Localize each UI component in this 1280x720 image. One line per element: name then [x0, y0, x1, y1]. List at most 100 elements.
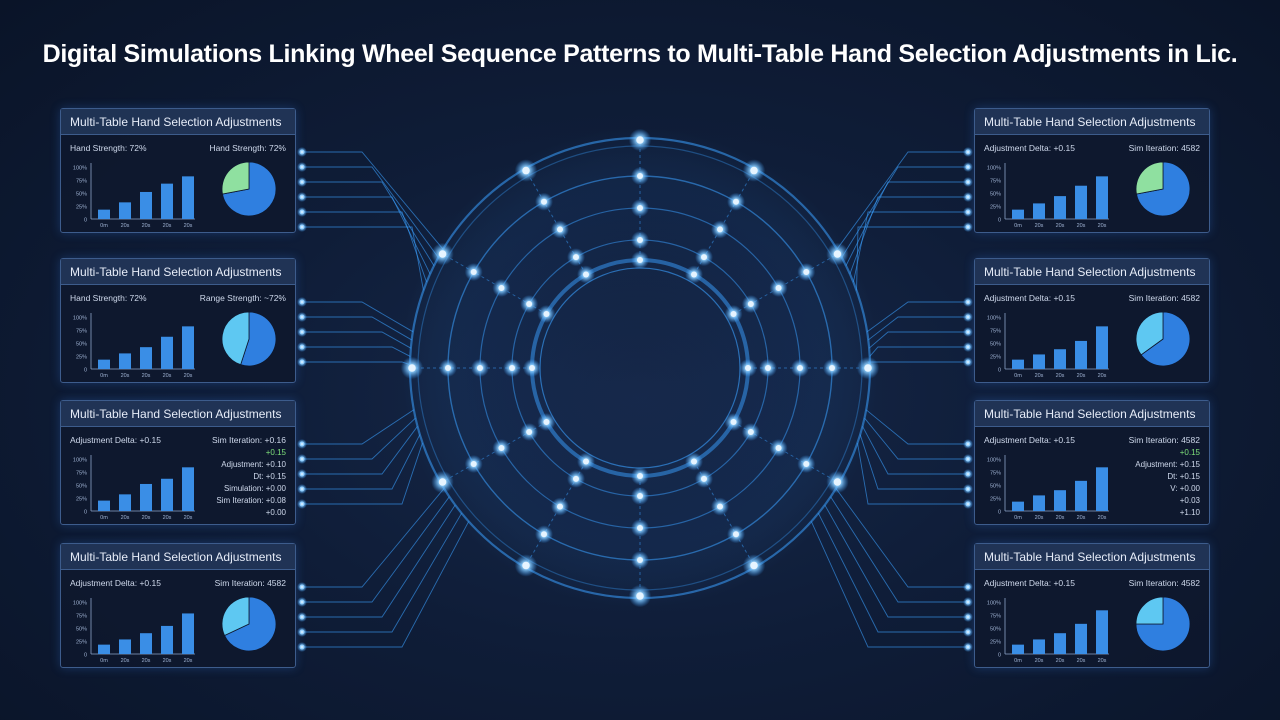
connector-glow: [963, 642, 973, 652]
panel-mid-upper-left: Multi-Table Hand Selection Adjustments H…: [60, 258, 296, 383]
x-tick-label: 0m: [100, 658, 108, 664]
connector-glow: [963, 612, 973, 622]
connector-line: [302, 226, 424, 291]
wheel-node: [745, 365, 751, 371]
metric-right: Sim Iteration: 4582: [1128, 143, 1200, 153]
y-tick-label: 0: [84, 653, 87, 659]
connector-glow: [297, 207, 307, 217]
connector-glow: [297, 162, 307, 172]
wheel-node: [509, 365, 515, 371]
x-tick-label: 20s: [142, 223, 151, 229]
bar: [1012, 359, 1024, 369]
wheel-node: [557, 503, 563, 510]
pie-slice: [221, 161, 250, 195]
y-tick-label: 75%: [76, 614, 87, 620]
bar: [1075, 623, 1087, 654]
x-tick-label: 20s: [1098, 223, 1107, 229]
bar: [140, 633, 152, 654]
x-tick-label: 20s: [184, 373, 193, 379]
y-tick-label: 50%: [76, 342, 87, 348]
wheel-node: [747, 429, 754, 435]
panel-header: Multi-Table Hand Selection Adjustments: [61, 544, 295, 570]
bar: [1096, 176, 1108, 219]
y-tick-label: 0: [998, 510, 1001, 516]
connector-line: [302, 496, 450, 603]
connector-glow: [297, 499, 307, 509]
connector-glow: [297, 222, 307, 232]
connector-line: [869, 346, 968, 357]
connector-glow: [297, 484, 307, 494]
connector-line: [864, 417, 968, 460]
wheel-node: [701, 254, 707, 261]
bar: [1033, 639, 1045, 654]
wheel-node: [797, 365, 803, 371]
wheel-node: [750, 561, 758, 570]
wheel-node: [637, 257, 643, 263]
extra-line: Dt: +0.15: [1167, 472, 1200, 481]
connector-line: [830, 496, 968, 603]
connector-glow: [297, 192, 307, 202]
wheel-node: [557, 226, 563, 233]
metric-left: Adjustment Delta: +0.15: [984, 293, 1075, 303]
y-tick-label: 75%: [990, 471, 1001, 477]
y-tick-label: 25%: [76, 640, 87, 646]
metric-right: Sim Iteration: 4582: [214, 578, 286, 588]
connector-line: [302, 417, 416, 460]
bar: [1075, 480, 1087, 511]
bar: [1033, 495, 1045, 511]
connector-line: [302, 331, 412, 349]
connector-line: [824, 504, 968, 618]
wheel-node: [637, 173, 643, 179]
x-tick-label: 20s: [1077, 658, 1086, 664]
bar: [98, 209, 110, 219]
pie-slice: [240, 311, 277, 367]
connector-glow: [297, 439, 307, 449]
y-tick-label: 0: [84, 510, 87, 516]
bar: [140, 483, 152, 511]
y-tick-label: 75%: [76, 329, 87, 335]
x-tick-label: 20s: [1077, 223, 1086, 229]
wheel-node: [438, 250, 447, 258]
bar: [1096, 467, 1108, 511]
y-tick-label: 25%: [76, 355, 87, 361]
connector-line: [849, 196, 968, 275]
wheel-node: [541, 198, 547, 205]
extra-line: +1.10: [1179, 508, 1200, 517]
connector-glow: [297, 627, 307, 637]
metric-right: Sim Iteration: 4582: [1128, 578, 1200, 588]
bar: [1075, 185, 1087, 219]
y-tick-label: 0: [998, 368, 1001, 374]
metric-left: Adjustment Delta: +0.15: [984, 578, 1075, 588]
panel-header: Multi-Table Hand Selection Adjustments: [975, 544, 1209, 570]
bar: [1012, 209, 1024, 219]
connector-line: [302, 512, 463, 633]
connector-glow: [963, 297, 973, 307]
extra-line: +0.15: [1179, 448, 1200, 457]
bar: [140, 191, 152, 219]
wheel-node: [543, 311, 550, 317]
connector-glow: [297, 597, 307, 607]
y-tick-label: 25%: [990, 497, 1001, 503]
y-tick-label: 100%: [73, 458, 87, 464]
bar: [1096, 326, 1108, 369]
wheel-node: [636, 136, 644, 144]
connector-glow: [963, 327, 973, 337]
y-tick-label: 0: [84, 218, 87, 224]
pie-slice: [1135, 311, 1164, 356]
x-tick-label: 0m: [1014, 515, 1022, 521]
wheel-node: [775, 285, 782, 291]
y-tick-label: 25%: [76, 205, 87, 211]
y-tick-label: 75%: [990, 329, 1001, 335]
wheel-node: [864, 364, 872, 372]
wheel-node: [730, 419, 737, 425]
wheel-node: [498, 445, 505, 451]
x-tick-label: 20s: [184, 658, 193, 664]
wheel-node: [522, 561, 530, 570]
extra-line: +0.00: [265, 508, 286, 517]
bar: [182, 467, 194, 511]
wheel-node: [637, 557, 643, 563]
y-tick-label: 100%: [987, 316, 1001, 322]
